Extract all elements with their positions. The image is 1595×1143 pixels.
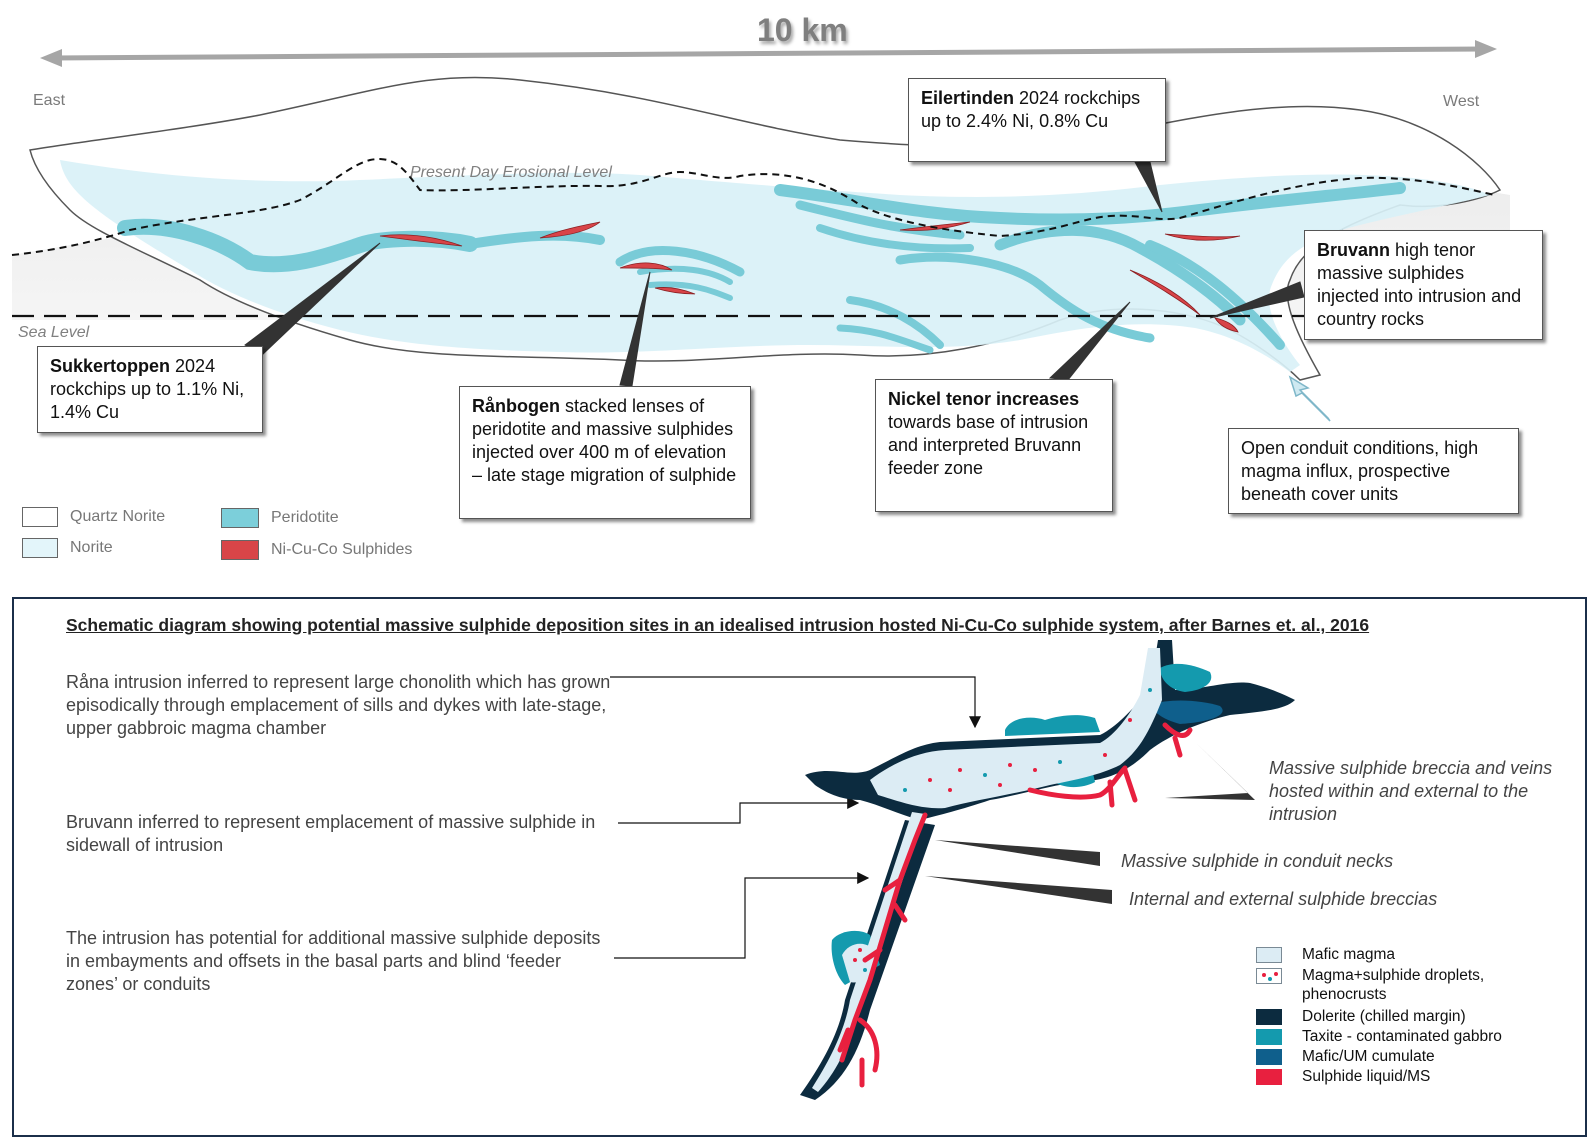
legend-peridotite: Peridotite [221, 507, 339, 529]
legend-label: Ni-Cu-Co Sulphides [271, 541, 413, 558]
conduit-callout: Open conduit conditions, high magma infl… [1228, 428, 1519, 514]
legend-swatch [1256, 1009, 1282, 1025]
legend-swatch [22, 538, 58, 558]
callout-text: towards base of intrusion and interprete… [888, 412, 1089, 478]
peridotite-sills [117, 182, 1406, 354]
eilertinden-callout: Eilertinden 2024 rockchips up to 2.4% Ni… [908, 78, 1166, 162]
callout-title: Bruvann [1317, 240, 1391, 260]
sulphide-lenses [379, 221, 1241, 333]
legend-label: Magma+sulphide droplets, phenocrusts [1302, 967, 1485, 1003]
legend-label: Taxite - contaminated gabbro [1302, 1028, 1502, 1045]
bruvann-note: Bruvann inferred to represent emplacemen… [66, 812, 596, 855]
legend-swatch [221, 508, 259, 528]
breccia-note: Massive sulphide breccia and veins hoste… [1269, 758, 1553, 824]
conduit-neck-note: Massive sulphide in conduit necks [1121, 851, 1394, 871]
erosional-level-line [11, 158, 1496, 256]
legend-norite: Norite [22, 537, 113, 559]
legend-sulphide-liquid: Sulphide liquid/MS [1256, 1067, 1430, 1086]
legend-label: Quartz Norite [70, 508, 166, 525]
legend-label: Mafic magma [1302, 946, 1396, 963]
west-label: West [1443, 93, 1480, 110]
legend-cumulate: Mafic/UM cumulate [1256, 1047, 1435, 1066]
legend-taxite: Taxite - contaminated gabbro [1256, 1027, 1502, 1046]
callout-text: 2024 rockchips up to 1.1% Ni, 1.4% Cu [50, 356, 245, 422]
callout-text: 2024 rockchips up to 2.4% Ni, 0.8% Cu [921, 88, 1141, 131]
legend-swatch [1256, 1029, 1282, 1045]
legend-label: Norite [70, 539, 113, 556]
scale-label: 10 km [757, 12, 848, 48]
callout-text: stacked lenses of peridotite and massive… [472, 396, 737, 485]
legend-magma-droplets: Magma+sulphide droplets, phenocrusts [1256, 966, 1532, 1004]
legend-swatch [22, 507, 58, 527]
sea-level-label: Sea Level [18, 324, 90, 341]
callout-leaders [244, 161, 1305, 387]
ranbogen-callout: Rånbogen stacked lenses of peridotite an… [459, 386, 751, 519]
legend-swatch [1256, 1049, 1282, 1065]
legend-label: Dolerite (chilled margin) [1302, 1008, 1466, 1025]
pointer-wedges [925, 742, 1255, 904]
callout-title: Nickel tenor increases [888, 389, 1080, 409]
sulphide-liquid-veins [837, 722, 1193, 1088]
legend-swatch [221, 540, 259, 560]
callout-text: Open conduit conditions, high magma infl… [1241, 438, 1479, 504]
intrusion-schematic [610, 640, 1295, 1100]
sulphide-droplets [853, 688, 1152, 972]
nickel-tenor-callout: Nickel tenor increases towards base of i… [875, 379, 1113, 512]
panel-title: Schematic diagram showing potential mass… [66, 615, 1370, 635]
erosional-level-label: Present Day Erosional Level [410, 164, 612, 181]
internal-breccia-note: Internal and external sulphide breccias [1129, 889, 1438, 909]
schematic-panel: Schematic diagram showing potential mass… [12, 597, 1587, 1137]
conduit-arrow [1288, 375, 1331, 422]
legend-label: Mafic/UM cumulate [1302, 1048, 1435, 1065]
sukkertoppen-callout: Sukkertoppen 2024 rockchips up to 1.1% N… [37, 346, 263, 433]
chonolith-note: Råna intrusion inferred to represent lar… [66, 672, 611, 738]
bruvann-callout: Bruvann high tenor massive sulphides inj… [1304, 230, 1543, 340]
cumulate-zones [1150, 700, 1223, 724]
potential-note: The intrusion has potential for addition… [66, 928, 601, 994]
callout-text: high tenor massive sulphides injected in… [1317, 240, 1522, 329]
legend-label: Sulphide liquid/MS [1302, 1068, 1431, 1085]
legend-dolerite: Dolerite (chilled margin) [1256, 1007, 1466, 1026]
scale-arrow [40, 40, 1497, 67]
note-connectors [610, 676, 981, 959]
legend-quartz-norite: Quartz Norite [22, 506, 165, 528]
legend-swatch [1256, 1069, 1282, 1085]
callout-title: Rånbogen [472, 396, 560, 416]
legend-mafic-magma: Mafic magma [1256, 945, 1395, 964]
legend-swatch [1256, 968, 1282, 984]
legend-sulphides: Ni-Cu-Co Sulphides [221, 539, 412, 561]
callout-title: Sukkertoppen [50, 356, 171, 376]
callout-title: Eilertinden [921, 88, 1015, 108]
east-label: East [33, 92, 66, 109]
legend-label: Peridotite [271, 509, 339, 526]
legend-swatch [1256, 947, 1282, 963]
